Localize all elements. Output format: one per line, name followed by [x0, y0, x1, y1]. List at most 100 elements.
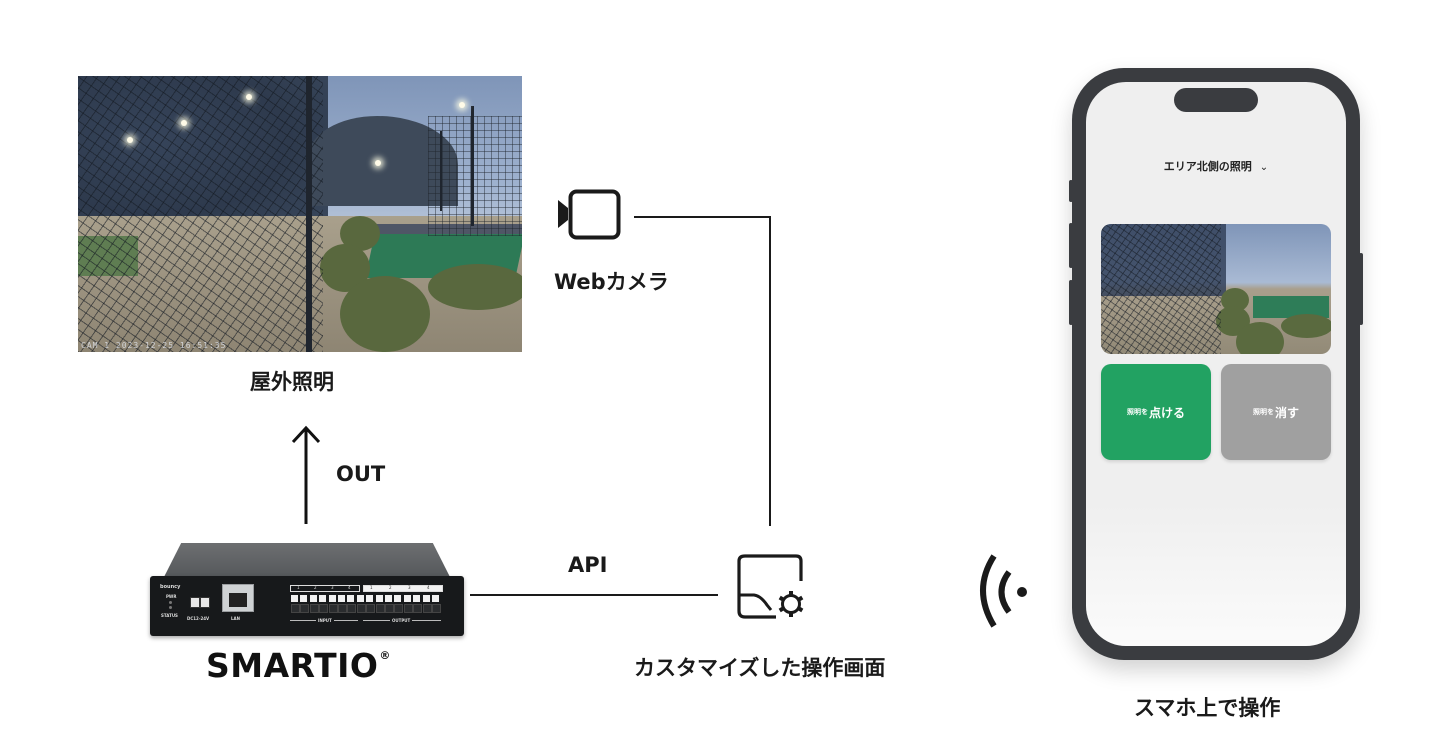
lamp [459, 102, 465, 108]
smartphone-label: スマホ上で操作 [1134, 696, 1281, 720]
terminal-slot [300, 604, 310, 613]
terminal-slot [385, 604, 394, 613]
api-connector-line [470, 594, 718, 596]
terminal-slot [394, 604, 404, 613]
out-label: OUT [336, 462, 386, 486]
terminal-screw [413, 595, 421, 602]
terminal-slot [432, 604, 441, 613]
screen-settings-icon [737, 554, 804, 619]
lamp [246, 94, 252, 100]
logo-text: SMARTIO [206, 646, 379, 685]
pole [471, 106, 474, 226]
outdoor-lighting-label: 屋外照明 [250, 370, 334, 394]
terminal-screw [432, 595, 439, 602]
lights-on-action: 点ける [1148, 405, 1185, 420]
lights-on-prefix: 照明を [1126, 408, 1148, 416]
pwr-led [169, 601, 172, 604]
arrow-up-icon [291, 425, 321, 524]
terminal-slot [319, 604, 329, 613]
terminal-screw [319, 595, 327, 602]
input-port-number: 4 [348, 585, 351, 590]
device-brand: bouncy [160, 584, 181, 590]
camera-thumbnail [1101, 224, 1331, 354]
volume-down-button [1069, 280, 1073, 325]
video-camera-icon [558, 189, 621, 240]
lamp [127, 137, 133, 143]
terminal-slot [338, 604, 347, 613]
power-terminal [190, 597, 200, 608]
webcam-label: Webカメラ [554, 270, 669, 294]
pwr-label: PWR [166, 594, 177, 599]
input-port-bar: 1 2 3 4 [290, 585, 360, 592]
smartio-device: bouncy PWR STATUS DC12-24V LAN 1 2 3 4 1… [148, 540, 466, 640]
connector-line [769, 216, 771, 526]
hill [308, 116, 458, 206]
terminal-slot [366, 604, 376, 613]
volume-up-button [1069, 223, 1073, 268]
input-port-number: 3 [331, 585, 334, 590]
terminal-slot [309, 604, 319, 613]
driving-mat [1253, 296, 1329, 318]
net [78, 76, 323, 352]
device-front-panel: bouncy PWR STATUS DC12-24V LAN 1 2 3 4 1… [150, 576, 464, 636]
power-terminal [200, 597, 210, 608]
terminal-screw [385, 595, 392, 602]
terminal-screw [375, 595, 383, 602]
lights-on-button[interactable]: 照明を点ける [1101, 364, 1211, 460]
terminal-slot [413, 604, 423, 613]
output-port-bar: 1 2 3 4 [363, 585, 443, 592]
pole [306, 76, 312, 352]
dynamic-island [1174, 88, 1258, 112]
bush [1281, 314, 1331, 338]
terminal-screw [291, 595, 298, 602]
terminal-slot [422, 604, 432, 613]
terminal-slot [291, 604, 300, 613]
terminal-screw [394, 595, 402, 602]
timestamp-overlay: CAM 1 2023-12-25 16:51:35 [81, 341, 227, 350]
net [1101, 224, 1221, 354]
dc-label: DC12-24V [187, 616, 210, 621]
input-label: INPUT [316, 618, 334, 623]
custom-screen-label: カスタマイズした操作画面 [634, 656, 886, 680]
power-button [1359, 253, 1363, 325]
bush [340, 276, 430, 352]
api-label: API [568, 553, 608, 577]
terminal-screw [328, 595, 336, 602]
lamp [181, 120, 187, 126]
terminal-screw [338, 595, 345, 602]
side-button [1069, 180, 1073, 202]
terminal-screw [309, 595, 317, 602]
smartphone: エリア北側の照明⌄ 照明を点ける 照明を消す [1069, 68, 1363, 660]
registered-mark: ® [379, 649, 391, 662]
output-port-number: 3 [408, 585, 411, 590]
output-port-number: 4 [427, 585, 430, 590]
area-selector-label: エリア北側の照明 [1163, 160, 1252, 173]
net [428, 116, 522, 236]
terminal-screw [403, 595, 411, 602]
lights-off-button[interactable]: 照明を消す [1221, 364, 1331, 460]
device-top [164, 543, 450, 577]
output-port-number: 2 [389, 585, 392, 590]
terminal-slot [328, 604, 338, 613]
terminal-screw [356, 595, 364, 602]
input-port-number: 1 [297, 585, 300, 590]
lan-port [222, 584, 254, 612]
wireless-signal-icon [980, 554, 1027, 628]
input-port-number: 2 [314, 585, 317, 590]
terminal-slot [375, 604, 385, 613]
lights-off-prefix: 照明を [1252, 408, 1274, 416]
output-port-number: 1 [370, 585, 373, 590]
terminal-slot [356, 604, 366, 613]
phone-screen: エリア北側の照明⌄ 照明を点ける 照明を消す [1086, 82, 1346, 646]
lan-label: LAN [231, 616, 240, 621]
status-label: STATUS [161, 613, 178, 618]
area-selector[interactable]: エリア北側の照明 ⌄ [1086, 158, 1346, 174]
smartio-logo: SMARTIO® [206, 646, 391, 685]
output-label: OUTPUT [390, 618, 413, 623]
pole [440, 131, 442, 211]
bush [428, 264, 522, 310]
status-led [169, 606, 172, 609]
connector-line [634, 216, 771, 218]
outdoor-lighting-photo: CAM 1 2023-12-25 16:51:35 [78, 76, 522, 352]
chevron-down-icon: ⌄ [1259, 162, 1269, 173]
